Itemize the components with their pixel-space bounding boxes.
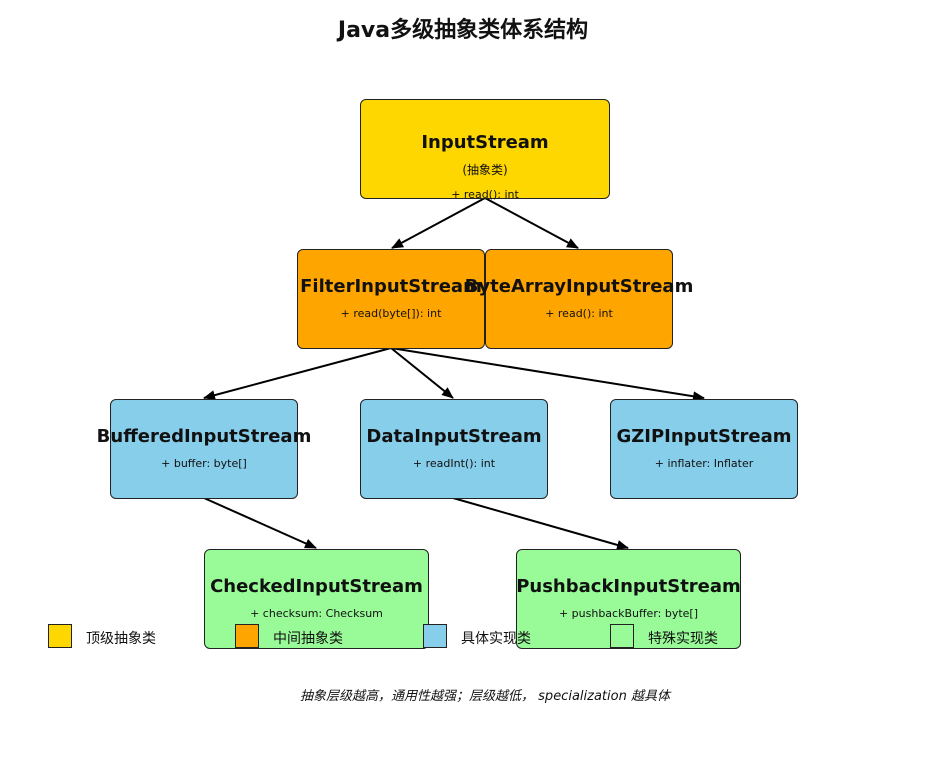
edge-inputstream-bytearray [484,197,579,249]
class-name: BufferedInputStream [96,426,312,447]
legend-swatch [423,624,447,648]
legend-label: 顶级抽象类 [86,631,156,647]
class-name: PushbackInputStream [516,576,741,597]
class-box-bytearrayinputstream: ByteArrayInputStream + read(): int [465,249,693,349]
legend-swatch [48,624,72,648]
class-member: + inflater: Inflater [654,457,754,470]
class-box-filterinputstream: FilterInputStream + read(byte[]): int [297,249,485,349]
edge-data-pushback [452,497,629,550]
class-member: + read(): int [451,188,519,201]
diagram-title: Java多级抽象类体系结构 [337,18,589,43]
class-member: + read(byte[]): int [340,307,442,320]
class-name: CheckedInputStream [210,576,423,597]
class-box-bufferedinputstream: BufferedInputStream + buffer: byte[] [97,399,311,499]
class-box-gzipinputstream: GZIPInputStream + inflater: Inflater [610,399,798,499]
edge-filter-gzip [390,347,705,402]
class-member: + readInt(): int [412,457,496,470]
legend-label: 特殊实现类 [648,631,718,647]
diagram-caption: 抽象层级越高，通用性越强；层级越低， specialization 越具体 [300,689,670,704]
legend-swatch [610,624,634,648]
legend-label: 中间抽象类 [273,631,343,647]
class-name: GZIPInputStream [616,426,792,447]
class-member: + checksum: Checksum [250,607,383,620]
edge-inputstream-filter [391,197,486,249]
class-name: FilterInputStream [300,276,482,297]
class-member: + read(): int [545,307,613,320]
class-note: (抽象类) [462,163,508,177]
legend-swatch [235,624,259,648]
legend-label: 具体实现类 [461,631,531,647]
class-name: ByteArrayInputStream [464,276,694,297]
class-box-checkedinputstream: CheckedInputStream + checksum: Checksum [204,549,429,649]
edge-filter-data [390,347,454,399]
edge-buffered-checked [203,497,317,549]
edge-filter-buffered [203,347,392,400]
class-member: + buffer: byte[] [161,457,247,470]
class-member: + pushbackBuffer: byte[] [558,607,699,620]
class-box-datainputstream: DataInputStream + readInt(): int [360,399,548,499]
class-box-inputstream: InputStream (抽象类) + read(): int [360,99,610,201]
class-name: DataInputStream [366,426,542,447]
class-name: InputStream [421,132,549,153]
